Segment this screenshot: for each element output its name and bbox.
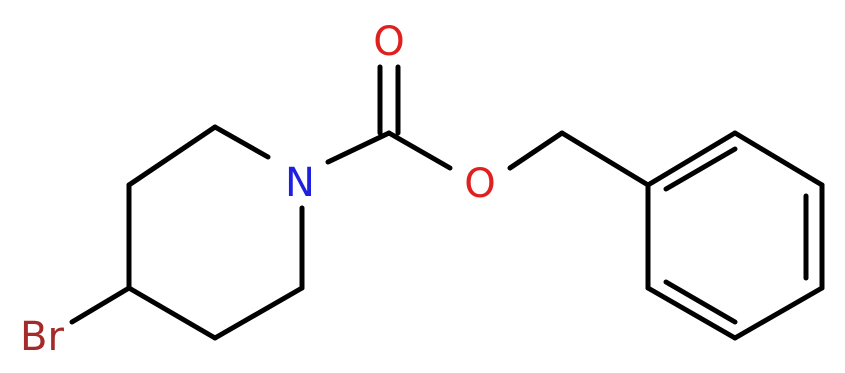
atom-n1: N xyxy=(285,160,315,206)
bond-ph-inner-3 xyxy=(663,279,738,325)
bond-ph-1 xyxy=(645,130,738,188)
bond-ph-5 xyxy=(645,285,738,341)
bond-ph-inner-1 xyxy=(663,146,738,192)
bond-group xyxy=(69,64,825,341)
atom-label-group: N O O Br xyxy=(20,19,496,360)
bond-c2-c3 xyxy=(126,124,218,188)
bond-c7-o-ester xyxy=(386,130,453,171)
bond-ch2-ipso xyxy=(559,130,651,188)
atom-o-ester: O xyxy=(464,161,495,207)
bond-c4-br xyxy=(69,285,132,325)
bond-ph-2 xyxy=(732,130,825,188)
bond-c5-c6 xyxy=(212,285,305,341)
bond-n1-c7 xyxy=(325,130,392,165)
bond-ph-4 xyxy=(732,285,825,341)
bond-o-ch2 xyxy=(507,130,565,171)
bond-c4-c5 xyxy=(126,285,218,341)
atom-o-carbonyl: O xyxy=(373,19,404,65)
atom-br: Br xyxy=(20,314,64,360)
bond-n1-c2 xyxy=(212,124,271,160)
